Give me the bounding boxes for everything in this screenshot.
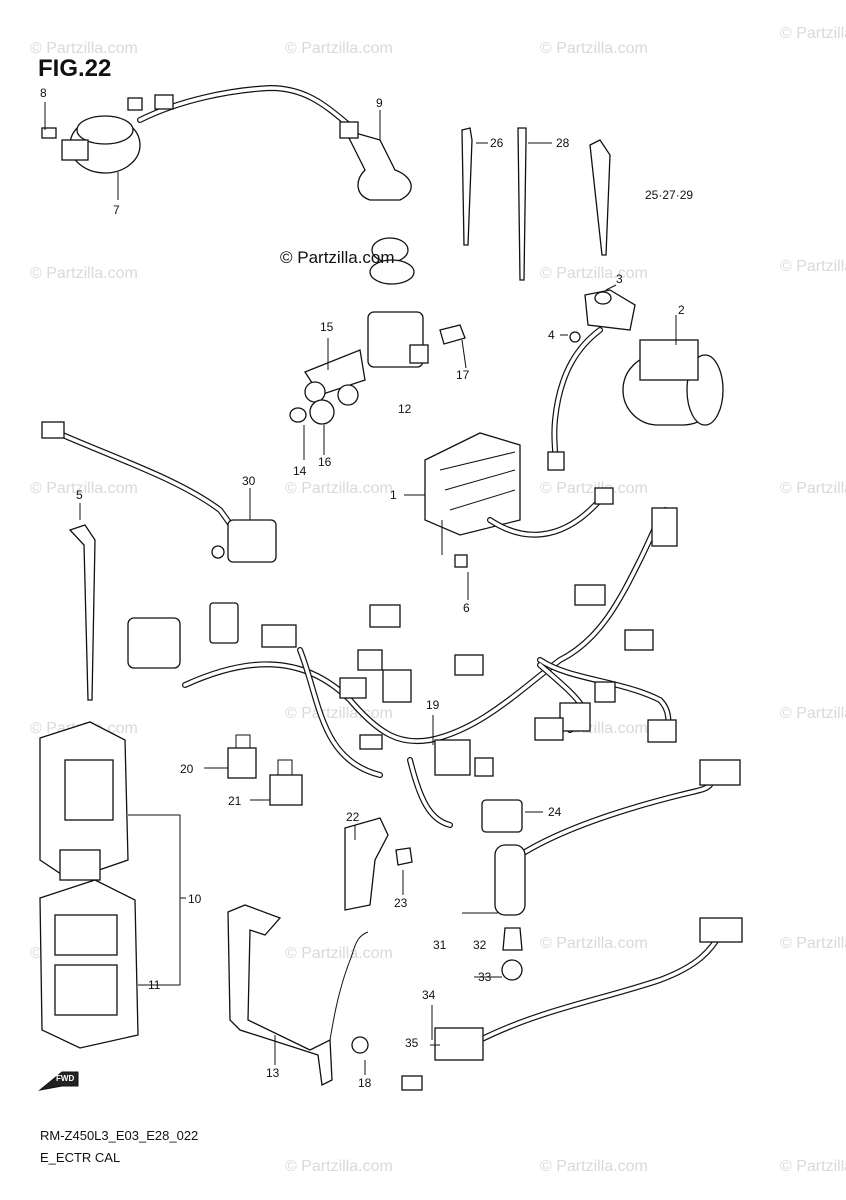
brand-label: © Partzilla.com	[280, 248, 395, 267]
callout-30[interactable]: 30	[242, 474, 256, 488]
watermark: © Partzilla.com	[285, 1158, 393, 1175]
callout-16[interactable]: 16	[318, 455, 332, 469]
callout-26[interactable]: 26	[490, 136, 504, 150]
rubber-cap	[369, 259, 415, 285]
ignition-coil	[41, 84, 412, 201]
callout-18[interactable]: 18	[358, 1076, 372, 1090]
callout-32[interactable]: 32	[473, 938, 487, 952]
callout-35[interactable]: 35	[405, 1036, 419, 1050]
watermark: © Partzilla.com	[540, 40, 648, 57]
bracket	[344, 817, 389, 911]
callout-28[interactable]: 28	[556, 136, 570, 150]
relay	[481, 799, 523, 833]
callout-3[interactable]: 3	[616, 272, 623, 286]
forward-label: FWD	[56, 1074, 75, 1083]
callout-5[interactable]: 5	[76, 488, 83, 502]
callout-12[interactable]: 12	[398, 402, 412, 416]
watermark: © Partzilla.com	[540, 1158, 648, 1175]
spark-plug-cap	[494, 759, 741, 981]
watermark: © Partzilla.com	[285, 480, 393, 497]
watermark: © Partzilla.com	[780, 480, 846, 497]
callout-23[interactable]: 23	[394, 896, 408, 910]
condenser	[547, 289, 724, 471]
alternate-parts-note: 25·27·29	[645, 188, 694, 202]
regulator-rectifier	[424, 432, 614, 568]
callout-8[interactable]: 8	[40, 86, 47, 100]
callout-34[interactable]: 34	[422, 988, 436, 1002]
watermark: © Partzilla.com	[780, 25, 846, 42]
callout-7[interactable]: 7	[113, 203, 120, 217]
callout-10[interactable]: 10	[188, 892, 202, 906]
callout-2[interactable]: 2	[678, 303, 685, 317]
callout-17[interactable]: 17	[456, 368, 470, 382]
watermark: © Partzilla.com	[30, 480, 138, 497]
diagram-name: E_ECTR CAL	[40, 1150, 121, 1165]
leader-lines	[44, 102, 677, 1075]
callout-15[interactable]: 15	[320, 320, 334, 334]
forward-direction-marker	[38, 1071, 79, 1091]
watermark: © Partzilla.com	[540, 935, 648, 952]
callout-33[interactable]: 33	[478, 970, 492, 984]
cable-ties	[461, 127, 611, 281]
ecm-unit	[39, 721, 186, 1049]
callout-24[interactable]: 24	[548, 805, 562, 819]
watermark: © Partzilla.com	[30, 40, 138, 57]
switches	[227, 734, 303, 806]
mounting-bracket	[227, 904, 369, 1086]
watermark: © Partzilla.com	[540, 265, 648, 282]
watermark: © Partzilla.com	[285, 945, 393, 962]
callout-22[interactable]: 22	[346, 810, 360, 824]
callout-21[interactable]: 21	[228, 794, 242, 808]
watermark: © Partzilla.com	[780, 935, 846, 952]
sensor	[41, 421, 277, 701]
callout-4[interactable]: 4	[548, 328, 555, 342]
callout-31[interactable]: 31	[433, 938, 447, 952]
main-wiring-harness	[127, 507, 678, 828]
callout-20[interactable]: 20	[180, 762, 194, 776]
callout-6[interactable]: 6	[463, 601, 470, 615]
callout-14[interactable]: 14	[293, 464, 307, 478]
callout-19[interactable]: 19	[426, 698, 440, 712]
watermark: © Partzilla.com	[30, 265, 138, 282]
callout-13[interactable]: 13	[266, 1066, 280, 1080]
bolt	[395, 847, 413, 866]
callout-1[interactable]: 1	[390, 488, 397, 502]
callout-11[interactable]: 11	[148, 978, 161, 992]
figure-title: FIG.22	[38, 55, 112, 82]
watermark: © Partzilla.com	[780, 258, 846, 275]
sub-harness	[401, 917, 743, 1091]
watermark: © Partzilla.com	[285, 40, 393, 57]
watermark: © Partzilla.com	[780, 705, 846, 722]
watermark: © Partzilla.com	[780, 1158, 846, 1175]
diagram-code: RM-Z450L3_E03_E28_022	[40, 1128, 199, 1143]
relay-unit	[289, 311, 466, 425]
callout-9[interactable]: 9	[376, 96, 383, 110]
watermark: © Partzilla.com	[540, 480, 648, 497]
